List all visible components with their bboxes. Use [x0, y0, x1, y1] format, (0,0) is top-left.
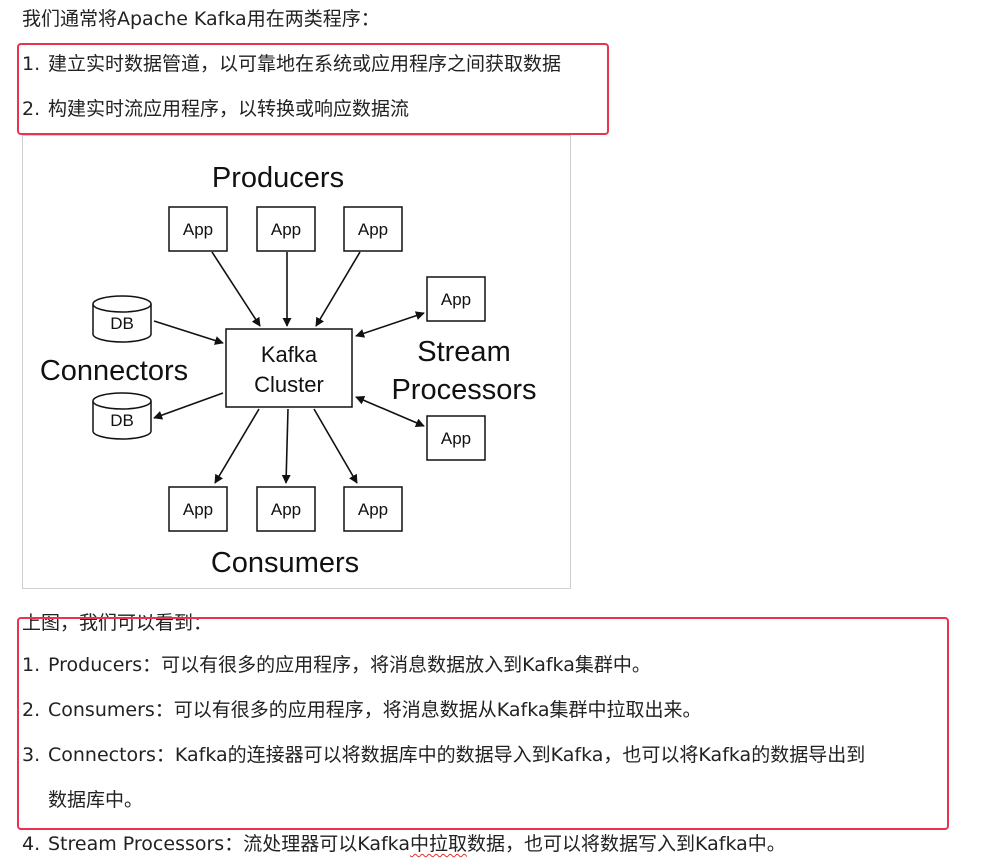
- use-item-2: 2. 构建实时流应用程序，以转换或响应数据流: [22, 96, 409, 122]
- point-item-4-number: 4.: [22, 833, 41, 855]
- diagram-arrows: [153, 251, 425, 484]
- connector-db-bottom-label: DB: [110, 411, 134, 430]
- consumer-app-3: App: [343, 486, 403, 532]
- connectors-title: Connectors: [40, 355, 188, 387]
- stream-app-bottom: App: [426, 415, 486, 461]
- point-item-2-number: 2.: [22, 699, 41, 721]
- connector-db-top-label: DB: [110, 314, 134, 333]
- point-item-1: 1. Producers：可以有很多的应用程序，将消息数据放入到Kafka集群中。: [22, 652, 651, 678]
- highlight-box-points: [17, 617, 949, 830]
- spellcheck-marked-text: 中拉取: [409, 833, 467, 855]
- stream-app-top-label: App: [441, 290, 471, 309]
- arrow-consumer-2: [281, 408, 291, 484]
- stream-app-bottom-label: App: [441, 429, 471, 448]
- point-item-2: 2. Consumers：可以有很多的应用程序，将消息数据从Kafka集群中拉取出…: [22, 697, 702, 723]
- point-item-2-text: Consumers：可以有很多的应用程序，将消息数据从Kafka集群中拉取出来。: [48, 699, 702, 721]
- point-item-3: 3. Connectors：Kafka的连接器可以将数据库中的数据导入到Kafka…: [22, 742, 865, 768]
- kafka-architecture-diagram: Producers Consumers Connectors Stream Pr…: [22, 135, 571, 589]
- consumer-app-2-label: App: [271, 500, 301, 519]
- point-item-3-number: 3.: [22, 744, 41, 766]
- producer-app-1-label: App: [183, 220, 213, 239]
- arrow-stream-top: [355, 311, 425, 338]
- point-item-1-number: 1.: [22, 654, 41, 676]
- arrow-consumer-3: [313, 408, 358, 484]
- producer-app-3-label: App: [358, 220, 388, 239]
- consumers-title: Consumers: [211, 547, 359, 579]
- arrow-consumer-1: [214, 408, 260, 484]
- consumer-app-3-label: App: [358, 500, 388, 519]
- arrow-db-out: [153, 392, 224, 420]
- diagram-canvas: Producers Consumers Connectors Stream Pr…: [40, 162, 537, 579]
- producer-app-1: App: [168, 206, 228, 252]
- use-item-2-text: 构建实时流应用程序，以转换或响应数据流: [48, 98, 410, 120]
- arrow-stream-bottom: [355, 396, 425, 427]
- consumer-app-1-label: App: [183, 500, 213, 519]
- producer-app-2-label: App: [271, 220, 301, 239]
- producers-title: Producers: [212, 162, 344, 194]
- stream-processors-title-line2: Processors: [391, 374, 536, 406]
- point-item-3-continuation: 数据库中。: [22, 787, 143, 813]
- use-item-2-number: 2.: [22, 98, 41, 120]
- point-item-1-text: Producers：可以有很多的应用程序，将消息数据放入到Kafka集群中。: [48, 654, 651, 676]
- stream-processors-title-line1: Stream: [417, 336, 510, 368]
- kafka-cluster-box: Kafka Cluster: [225, 328, 353, 408]
- connector-db-top: DB: [92, 295, 152, 343]
- point-item-4-text-before: Stream Processors：流处理器可以Kafka: [48, 833, 410, 855]
- cluster-label-line2: Cluster: [254, 372, 324, 397]
- connector-db-bottom: DB: [92, 392, 152, 440]
- consumer-app-2: App: [256, 486, 316, 532]
- intro-text: 我们通常将Apache Kafka用在两类程序：: [22, 8, 380, 30]
- arrow-producer-3: [315, 251, 361, 327]
- producer-app-3: App: [343, 206, 403, 252]
- use-item-1-text: 建立实时数据管道，以可靠地在系统或应用程序之间获取数据: [48, 53, 562, 75]
- summary-intro: 上图，我们可以看到：: [22, 612, 213, 634]
- arrow-producer-1: [211, 251, 261, 327]
- point-item-3-text: Connectors：Kafka的连接器可以将数据库中的数据导入到Kafka，也…: [48, 744, 866, 766]
- cluster-label-line1: Kafka: [261, 342, 318, 367]
- point-item-3-continuation-text: 数据库中。: [48, 789, 144, 811]
- use-item-1-number: 1.: [22, 53, 41, 75]
- arrow-db-in: [153, 320, 224, 345]
- point-item-4-text-after: 数据，也可以将数据写入到Kafka中。: [466, 833, 786, 855]
- point-item-4: 4. Stream Processors：流处理器可以Kafka中拉取数据，也可以…: [22, 831, 786, 857]
- producer-app-2: App: [256, 206, 316, 252]
- consumer-app-1: App: [168, 486, 228, 532]
- stream-app-top: App: [426, 276, 486, 322]
- use-item-1: 1. 建立实时数据管道，以可靠地在系统或应用程序之间获取数据: [22, 51, 561, 77]
